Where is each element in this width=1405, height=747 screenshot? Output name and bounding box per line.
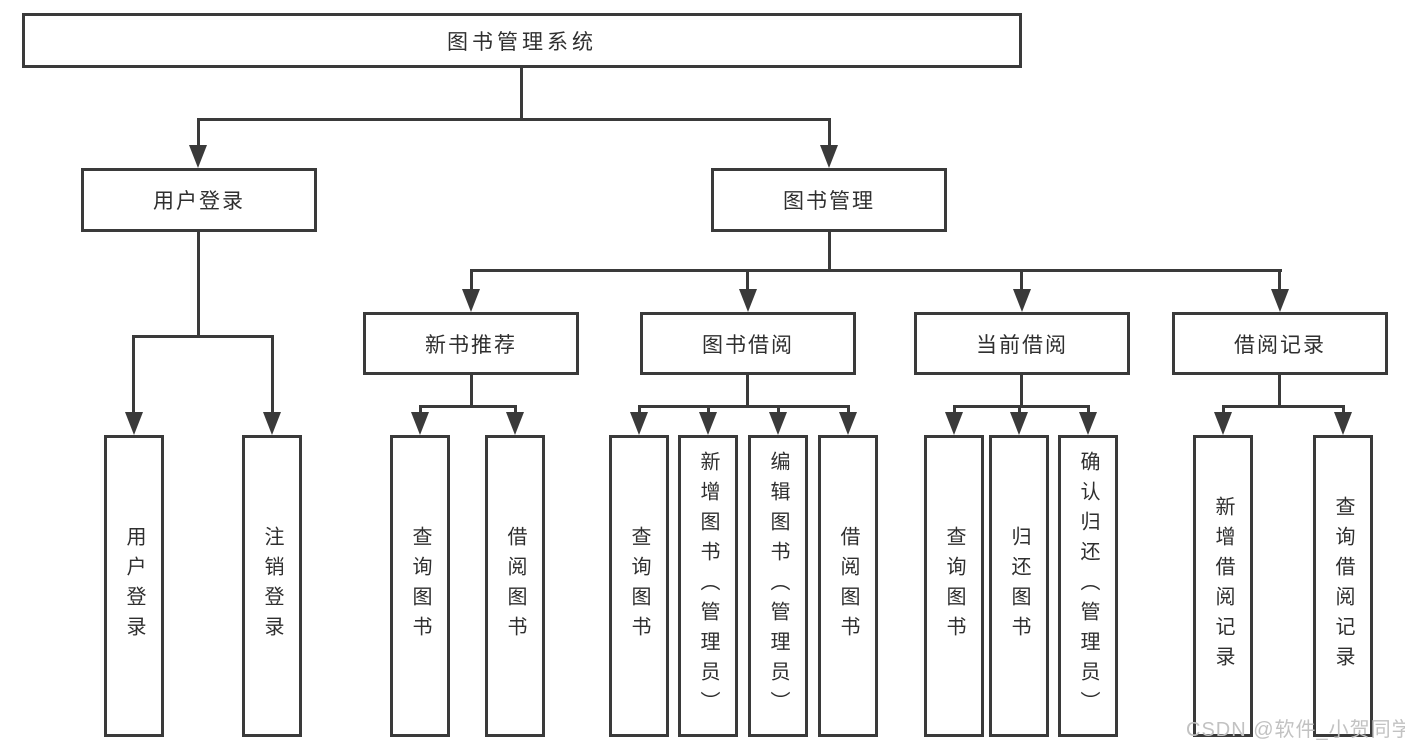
- leaf-label: 查询图书: [943, 526, 965, 646]
- node-label: 图书借阅: [702, 333, 794, 357]
- connector-line: [132, 335, 135, 418]
- connector-line: [470, 375, 473, 408]
- node-book-management: 图书管理: [711, 168, 947, 232]
- leaf-edit-books-admin: 编辑图书（管理员）: [748, 435, 808, 737]
- node-new-book-recommend: 新书推荐: [363, 312, 579, 375]
- leaf-label: 借阅图书: [837, 526, 859, 646]
- leaf-query-books-borrowing: 查询图书: [609, 435, 669, 737]
- connector-line: [746, 269, 749, 297]
- connector-line: [1278, 375, 1281, 408]
- arrow-down-icon: [945, 412, 963, 435]
- connector-line: [197, 118, 200, 152]
- leaf-label: 归还图书: [1008, 526, 1030, 646]
- leaf-borrow-books: 借阅图书: [818, 435, 878, 737]
- connector-line: [197, 232, 200, 338]
- connector-line: [271, 335, 274, 418]
- leaf-label: 编辑图书（管理员）: [767, 451, 789, 721]
- leaf-label: 查询图书: [409, 526, 431, 646]
- node-borrowing-records: 借阅记录: [1172, 312, 1388, 375]
- leaf-label: 查询图书: [628, 526, 650, 646]
- leaf-label: 注销登录: [261, 526, 283, 646]
- connector-line: [520, 68, 523, 120]
- arrow-down-icon: [125, 412, 143, 435]
- node-label: 图书管理: [783, 190, 875, 213]
- leaf-add-books-admin: 新增图书（管理员）: [678, 435, 738, 737]
- leaf-label: 查询借阅记录: [1332, 496, 1354, 676]
- arrow-down-icon: [820, 145, 838, 168]
- leaf-label: 用户登录: [123, 526, 145, 646]
- connector-line: [828, 232, 831, 272]
- arrow-down-icon: [699, 412, 717, 435]
- leaf-logout: 注销登录: [242, 435, 302, 737]
- node-current-borrowing: 当前借阅: [914, 312, 1130, 375]
- arrow-down-icon: [630, 412, 648, 435]
- arrow-down-icon: [462, 289, 480, 312]
- connector-line: [746, 375, 749, 408]
- leaf-query-books-recommend: 查询图书: [390, 435, 450, 737]
- arrow-down-icon: [1013, 289, 1031, 312]
- arrow-down-icon: [839, 412, 857, 435]
- leaf-label: 借阅图书: [504, 526, 526, 646]
- connector-line: [1020, 269, 1023, 297]
- leaf-add-borrow-record: 新增借阅记录: [1193, 435, 1253, 737]
- node-label: 用户登录: [153, 190, 245, 213]
- leaf-borrow-books-recommend: 借阅图书: [485, 435, 545, 737]
- leaf-user-login: 用户登录: [104, 435, 164, 737]
- arrow-down-icon: [769, 412, 787, 435]
- arrow-down-icon: [1271, 289, 1289, 312]
- arrow-down-icon: [1214, 412, 1232, 435]
- arrow-down-icon: [1079, 412, 1097, 435]
- arrow-down-icon: [739, 289, 757, 312]
- connector-line: [470, 269, 473, 297]
- csdn-watermark: CSDN @软件_小贺同学: [1186, 719, 1405, 741]
- connector-line: [132, 335, 274, 338]
- leaf-confirm-return-admin: 确认归还（管理员）: [1058, 435, 1118, 737]
- node-label: 图书管理系统: [447, 30, 597, 54]
- connector-line: [638, 405, 850, 408]
- arrow-down-icon: [411, 412, 429, 435]
- leaf-query-borrow-record: 查询借阅记录: [1313, 435, 1373, 737]
- connector-line: [953, 405, 1090, 408]
- node-label: 新书推荐: [425, 333, 517, 357]
- leaf-return-books: 归还图书: [989, 435, 1049, 737]
- connector-line: [197, 118, 831, 121]
- leaf-label: 确认归还（管理员）: [1077, 451, 1099, 721]
- connector-line: [419, 405, 517, 408]
- node-user-login: 用户登录: [81, 168, 317, 232]
- node-label: 借阅记录: [1234, 333, 1326, 357]
- arrow-down-icon: [1010, 412, 1028, 435]
- arrow-down-icon: [263, 412, 281, 435]
- leaf-label: 新增借阅记录: [1212, 496, 1234, 676]
- connector-line: [1020, 375, 1023, 408]
- connector-line: [470, 269, 1282, 272]
- arrow-down-icon: [506, 412, 524, 435]
- arrow-down-icon: [1334, 412, 1352, 435]
- connector-line: [1222, 405, 1345, 408]
- leaf-label: 新增图书（管理员）: [697, 451, 719, 721]
- node-book-borrowing: 图书借阅: [640, 312, 856, 375]
- arrow-down-icon: [189, 145, 207, 168]
- connector-line: [828, 118, 831, 152]
- leaf-query-books-current: 查询图书: [924, 435, 984, 737]
- node-label: 当前借阅: [976, 333, 1068, 357]
- connector-line: [1278, 269, 1281, 297]
- node-library-management-system: 图书管理系统: [22, 13, 1022, 68]
